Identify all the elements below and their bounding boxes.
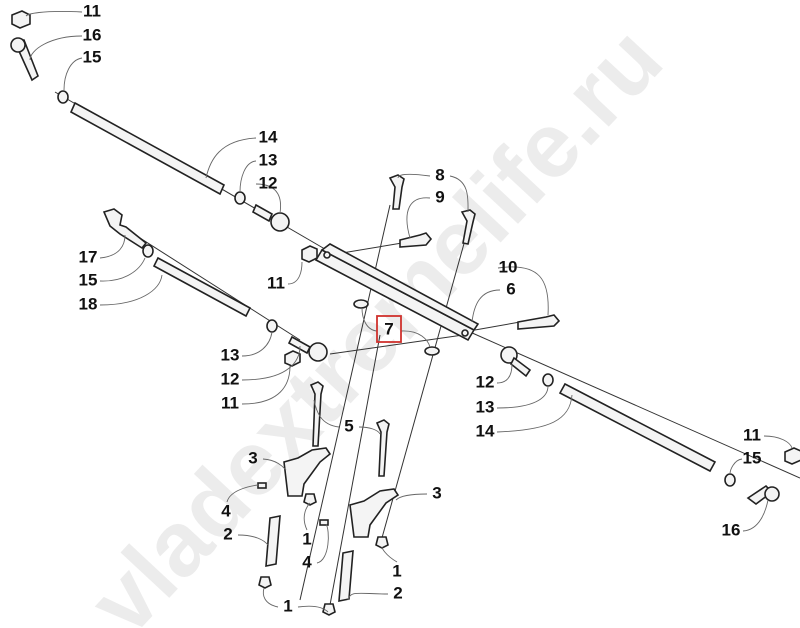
tie-rod-end-upper-left (10, 10, 290, 232)
callout-5: 5 (344, 416, 353, 435)
callout-13: 13 (476, 397, 495, 416)
callout-11: 11 (743, 425, 761, 444)
callout-2: 2 (223, 524, 232, 543)
callout-13: 13 (259, 150, 278, 169)
callout-6: 6 (506, 279, 515, 298)
rod-end-12-upper-thread (251, 203, 274, 223)
tube-upper-left (69, 101, 226, 196)
tube-18 (152, 256, 252, 318)
callout-15: 15 (743, 448, 762, 467)
rod-end-17 (102, 208, 148, 250)
callout-labels: 11 16 15 14 13 12 8 9 17 15 18 11 10 6 7… (79, 1, 762, 615)
bolt-10 (517, 314, 561, 330)
jam-nut-13-middle (266, 319, 278, 333)
callout-14: 14 (476, 421, 495, 440)
callout-18: 18 (79, 294, 98, 313)
nut-11-middle (284, 350, 301, 367)
rod-end-12-middle-thread (287, 335, 312, 355)
nut-1-a (303, 493, 317, 506)
callout-16: 16 (722, 520, 741, 539)
nut-11-top-left (11, 10, 31, 29)
callout-4: 4 (221, 501, 231, 520)
bolt-8-right (460, 209, 476, 245)
callout-3: 3 (248, 448, 257, 467)
steering-arms (257, 381, 400, 616)
callout-17: 17 (79, 247, 98, 266)
watermark: vladextremelife.ru (70, 8, 682, 628)
callout-11: 11 (221, 393, 239, 412)
bushing-7-right (424, 346, 440, 356)
callout-12: 12 (259, 173, 278, 192)
callout-1: 1 (302, 529, 311, 548)
jam-nut-15-top-left (57, 90, 69, 104)
callout-15: 15 (83, 47, 102, 66)
bolt-9 (399, 232, 433, 248)
bushing-7-left (353, 299, 369, 309)
callout-4: 4 (302, 552, 312, 571)
leader-lines (25, 11, 793, 613)
tie-rod-right (500, 346, 800, 505)
bolt-8-left (388, 174, 405, 210)
callout-9: 9 (435, 187, 444, 206)
tube-14-right (558, 382, 717, 473)
callout-13: 13 (221, 345, 240, 364)
bar-assembly (301, 174, 561, 356)
rod-end-12-upper-eye (270, 212, 290, 232)
callout-14: 14 (259, 127, 278, 146)
callout-1: 1 (392, 561, 401, 580)
callout-16: 16 (83, 25, 102, 44)
callout-7: 7 (384, 319, 393, 338)
callout-12: 12 (221, 369, 240, 388)
callout-8: 8 (435, 165, 444, 184)
nut-1-c (258, 576, 272, 589)
jam-nut-13-right (542, 373, 554, 387)
nut-11-right (784, 447, 800, 465)
jam-nut-13-upper (234, 191, 246, 205)
arm-3-right (349, 488, 400, 538)
callout-15: 15 (79, 270, 98, 289)
setscrew-4-left (257, 482, 267, 489)
sleeve-2-right (338, 550, 354, 602)
rod-end-12-middle-eye (308, 342, 328, 362)
tie-rod-middle-left (102, 208, 328, 367)
sleeve-2-left (265, 515, 281, 567)
callout-11: 11 (267, 273, 285, 292)
bolt-5-right (375, 419, 390, 477)
highlight-box-7 (376, 315, 402, 343)
callout-10: 10 (499, 257, 518, 276)
setscrew-4-right (319, 519, 329, 526)
callout-3: 3 (432, 483, 441, 502)
jam-nut-15-middle (142, 244, 154, 258)
callout-11: 11 (83, 1, 101, 20)
nut-11-bar (301, 245, 318, 263)
callout-1: 1 (283, 596, 292, 615)
rod-end-12-right-thread (509, 356, 532, 378)
nut-1-b (375, 536, 389, 549)
nut-1-d (322, 603, 336, 616)
callout-12: 12 (476, 372, 495, 391)
arm-3-left (283, 447, 332, 497)
jam-nut-15-right (724, 473, 736, 487)
callout-2: 2 (393, 583, 402, 602)
